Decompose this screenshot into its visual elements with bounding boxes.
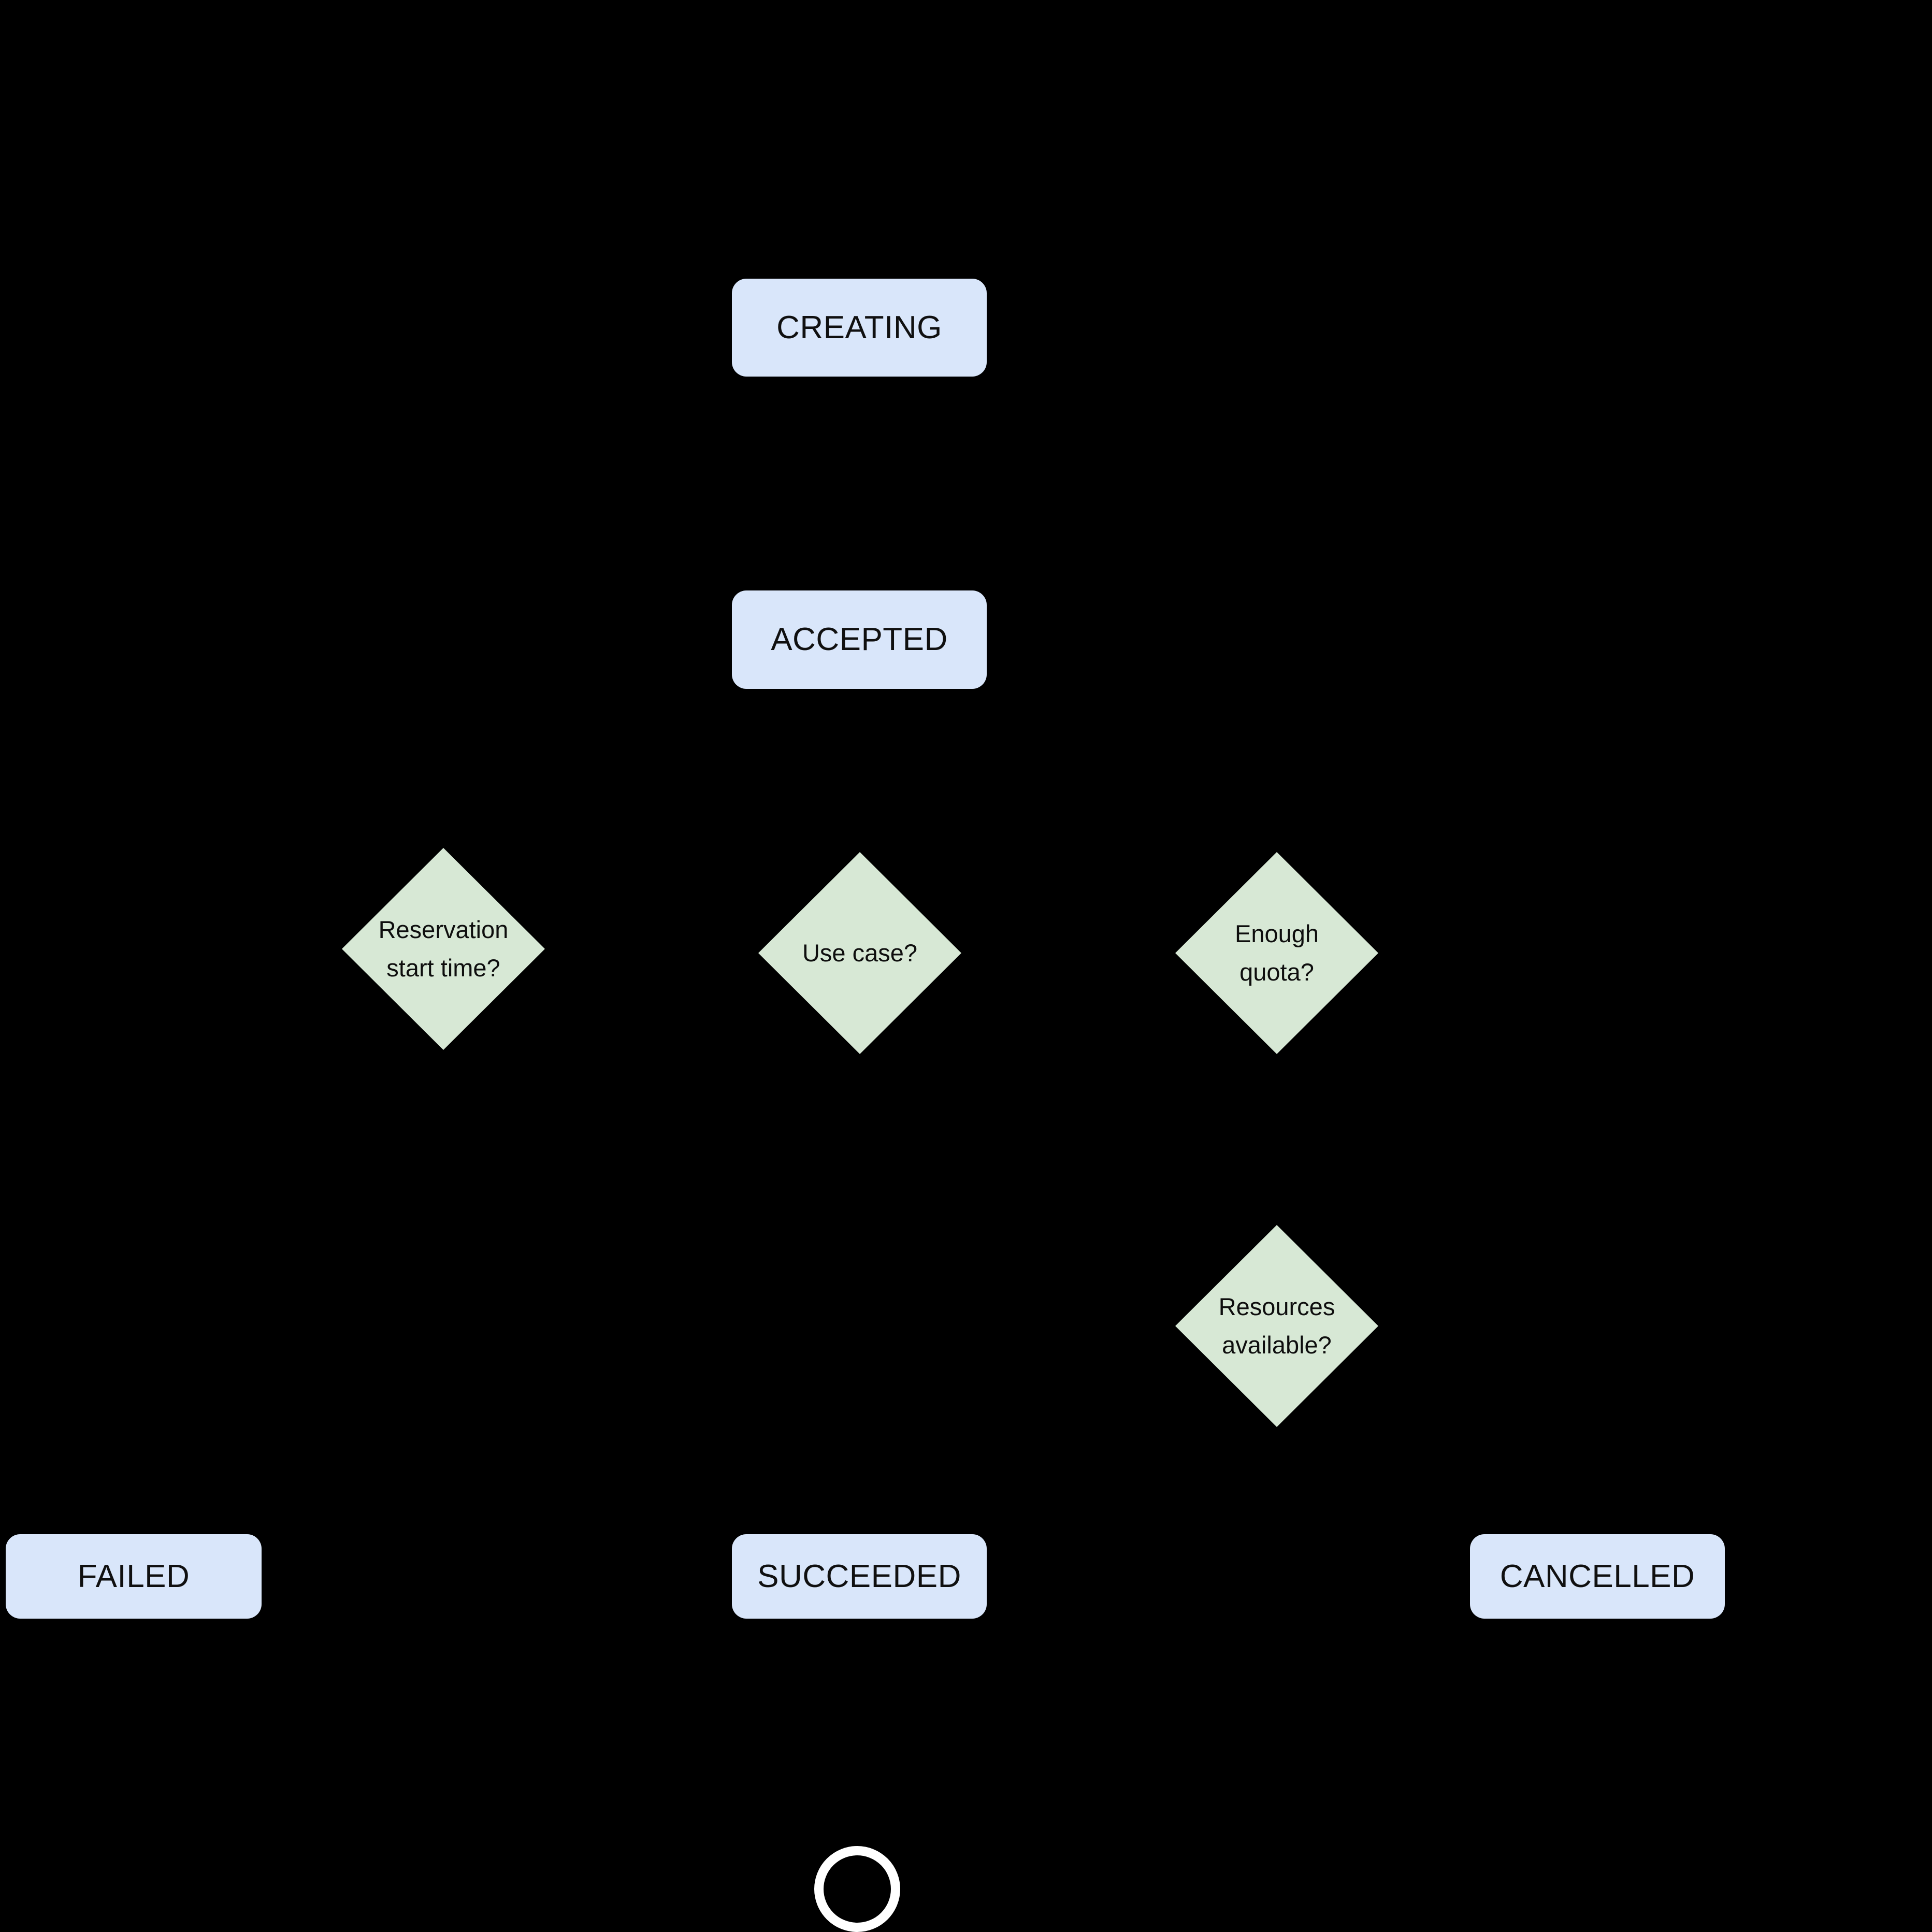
state-label-cancelled: CANCELLED bbox=[1500, 1558, 1695, 1594]
diamond-shape bbox=[342, 848, 545, 1050]
diamond-shape bbox=[1175, 1225, 1378, 1427]
edge-accepted-to-reservation bbox=[442, 689, 861, 848]
end-terminal-ring[interactable] bbox=[814, 1846, 900, 1932]
state-box-failed[interactable]: FAILED bbox=[6, 1534, 262, 1619]
diamond-shape bbox=[1175, 852, 1378, 1054]
edge-reservation-to-failed bbox=[132, 1049, 445, 1534]
decision-enough-quota[interactable]: Enough quota? bbox=[1175, 852, 1378, 1054]
state-box-accepted[interactable]: ACCEPTED bbox=[732, 590, 987, 689]
decision-reservation-start-time[interactable]: Reservation start time? bbox=[342, 848, 545, 1050]
decision-resources-available[interactable]: Resources available? bbox=[1175, 1225, 1378, 1427]
state-label-succeeded: SUCCEEDED bbox=[757, 1558, 961, 1594]
edge-resources-to-cancelled bbox=[1275, 1427, 1599, 1534]
edge-accepted-to-quota bbox=[858, 689, 1278, 852]
decision-label-reservation-start-time: Reservation start time? bbox=[378, 915, 509, 982]
state-box-creating[interactable]: CREATING bbox=[732, 279, 987, 377]
decision-use-case[interactable]: Use case? bbox=[758, 852, 961, 1054]
decision-label-use-case: Use case? bbox=[802, 939, 918, 967]
diamond-shape bbox=[758, 852, 961, 1054]
state-label-creating: CREATING bbox=[776, 309, 942, 345]
decision-label-enough-quota: Enough quota? bbox=[1234, 919, 1319, 986]
decision-label-resources-available: Resources available? bbox=[1218, 1292, 1335, 1359]
state-box-succeeded[interactable]: SUCCEEDED bbox=[732, 1534, 987, 1619]
state-label-accepted: ACCEPTED bbox=[771, 622, 948, 658]
state-box-cancelled[interactable]: CANCELLED bbox=[1470, 1534, 1725, 1619]
state-label-failed: FAILED bbox=[77, 1558, 190, 1594]
